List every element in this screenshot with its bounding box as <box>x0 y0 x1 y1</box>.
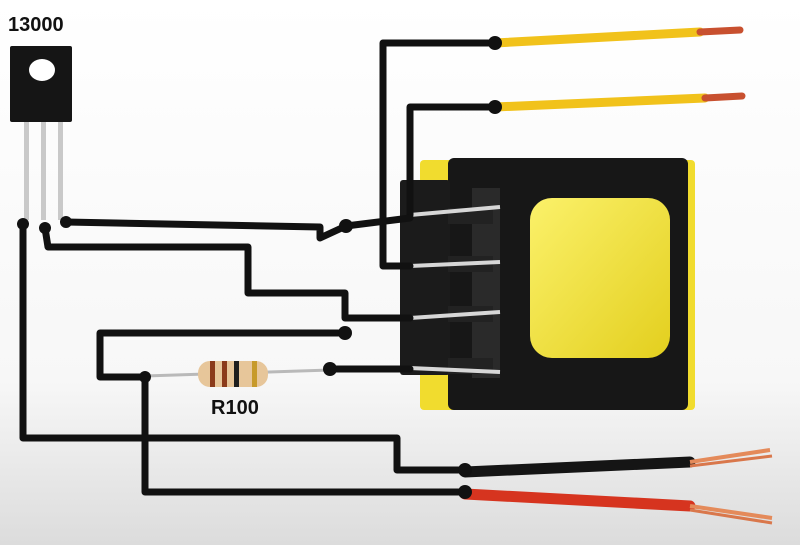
wire-transistor-right <box>62 214 414 242</box>
transistor-label: 13000 <box>8 14 64 36</box>
transistor-pin-middle <box>41 122 46 220</box>
red-cable <box>459 488 696 512</box>
wiring <box>19 39 499 496</box>
wire-resistor-left <box>141 373 469 496</box>
yellow-wire-bottom <box>490 92 746 112</box>
wire-output-top <box>379 39 499 270</box>
wire-feedback <box>96 329 349 381</box>
black-cable <box>459 456 696 478</box>
resistor-label: R100 <box>211 397 259 419</box>
input-cable <box>459 448 773 525</box>
resistor <box>144 361 331 387</box>
transformer <box>400 158 695 410</box>
resistor-body <box>198 361 268 387</box>
wire-transistor-left <box>19 220 469 474</box>
transistor-pin-right <box>58 122 63 220</box>
wire-output-bottom <box>406 103 499 219</box>
transistor-pin-left <box>24 122 29 220</box>
transistor <box>10 46 72 220</box>
wire-transistor-middle <box>41 224 414 322</box>
junctions <box>17 36 502 499</box>
yellow-wire-top <box>490 26 744 48</box>
transformer-coil <box>530 198 670 358</box>
